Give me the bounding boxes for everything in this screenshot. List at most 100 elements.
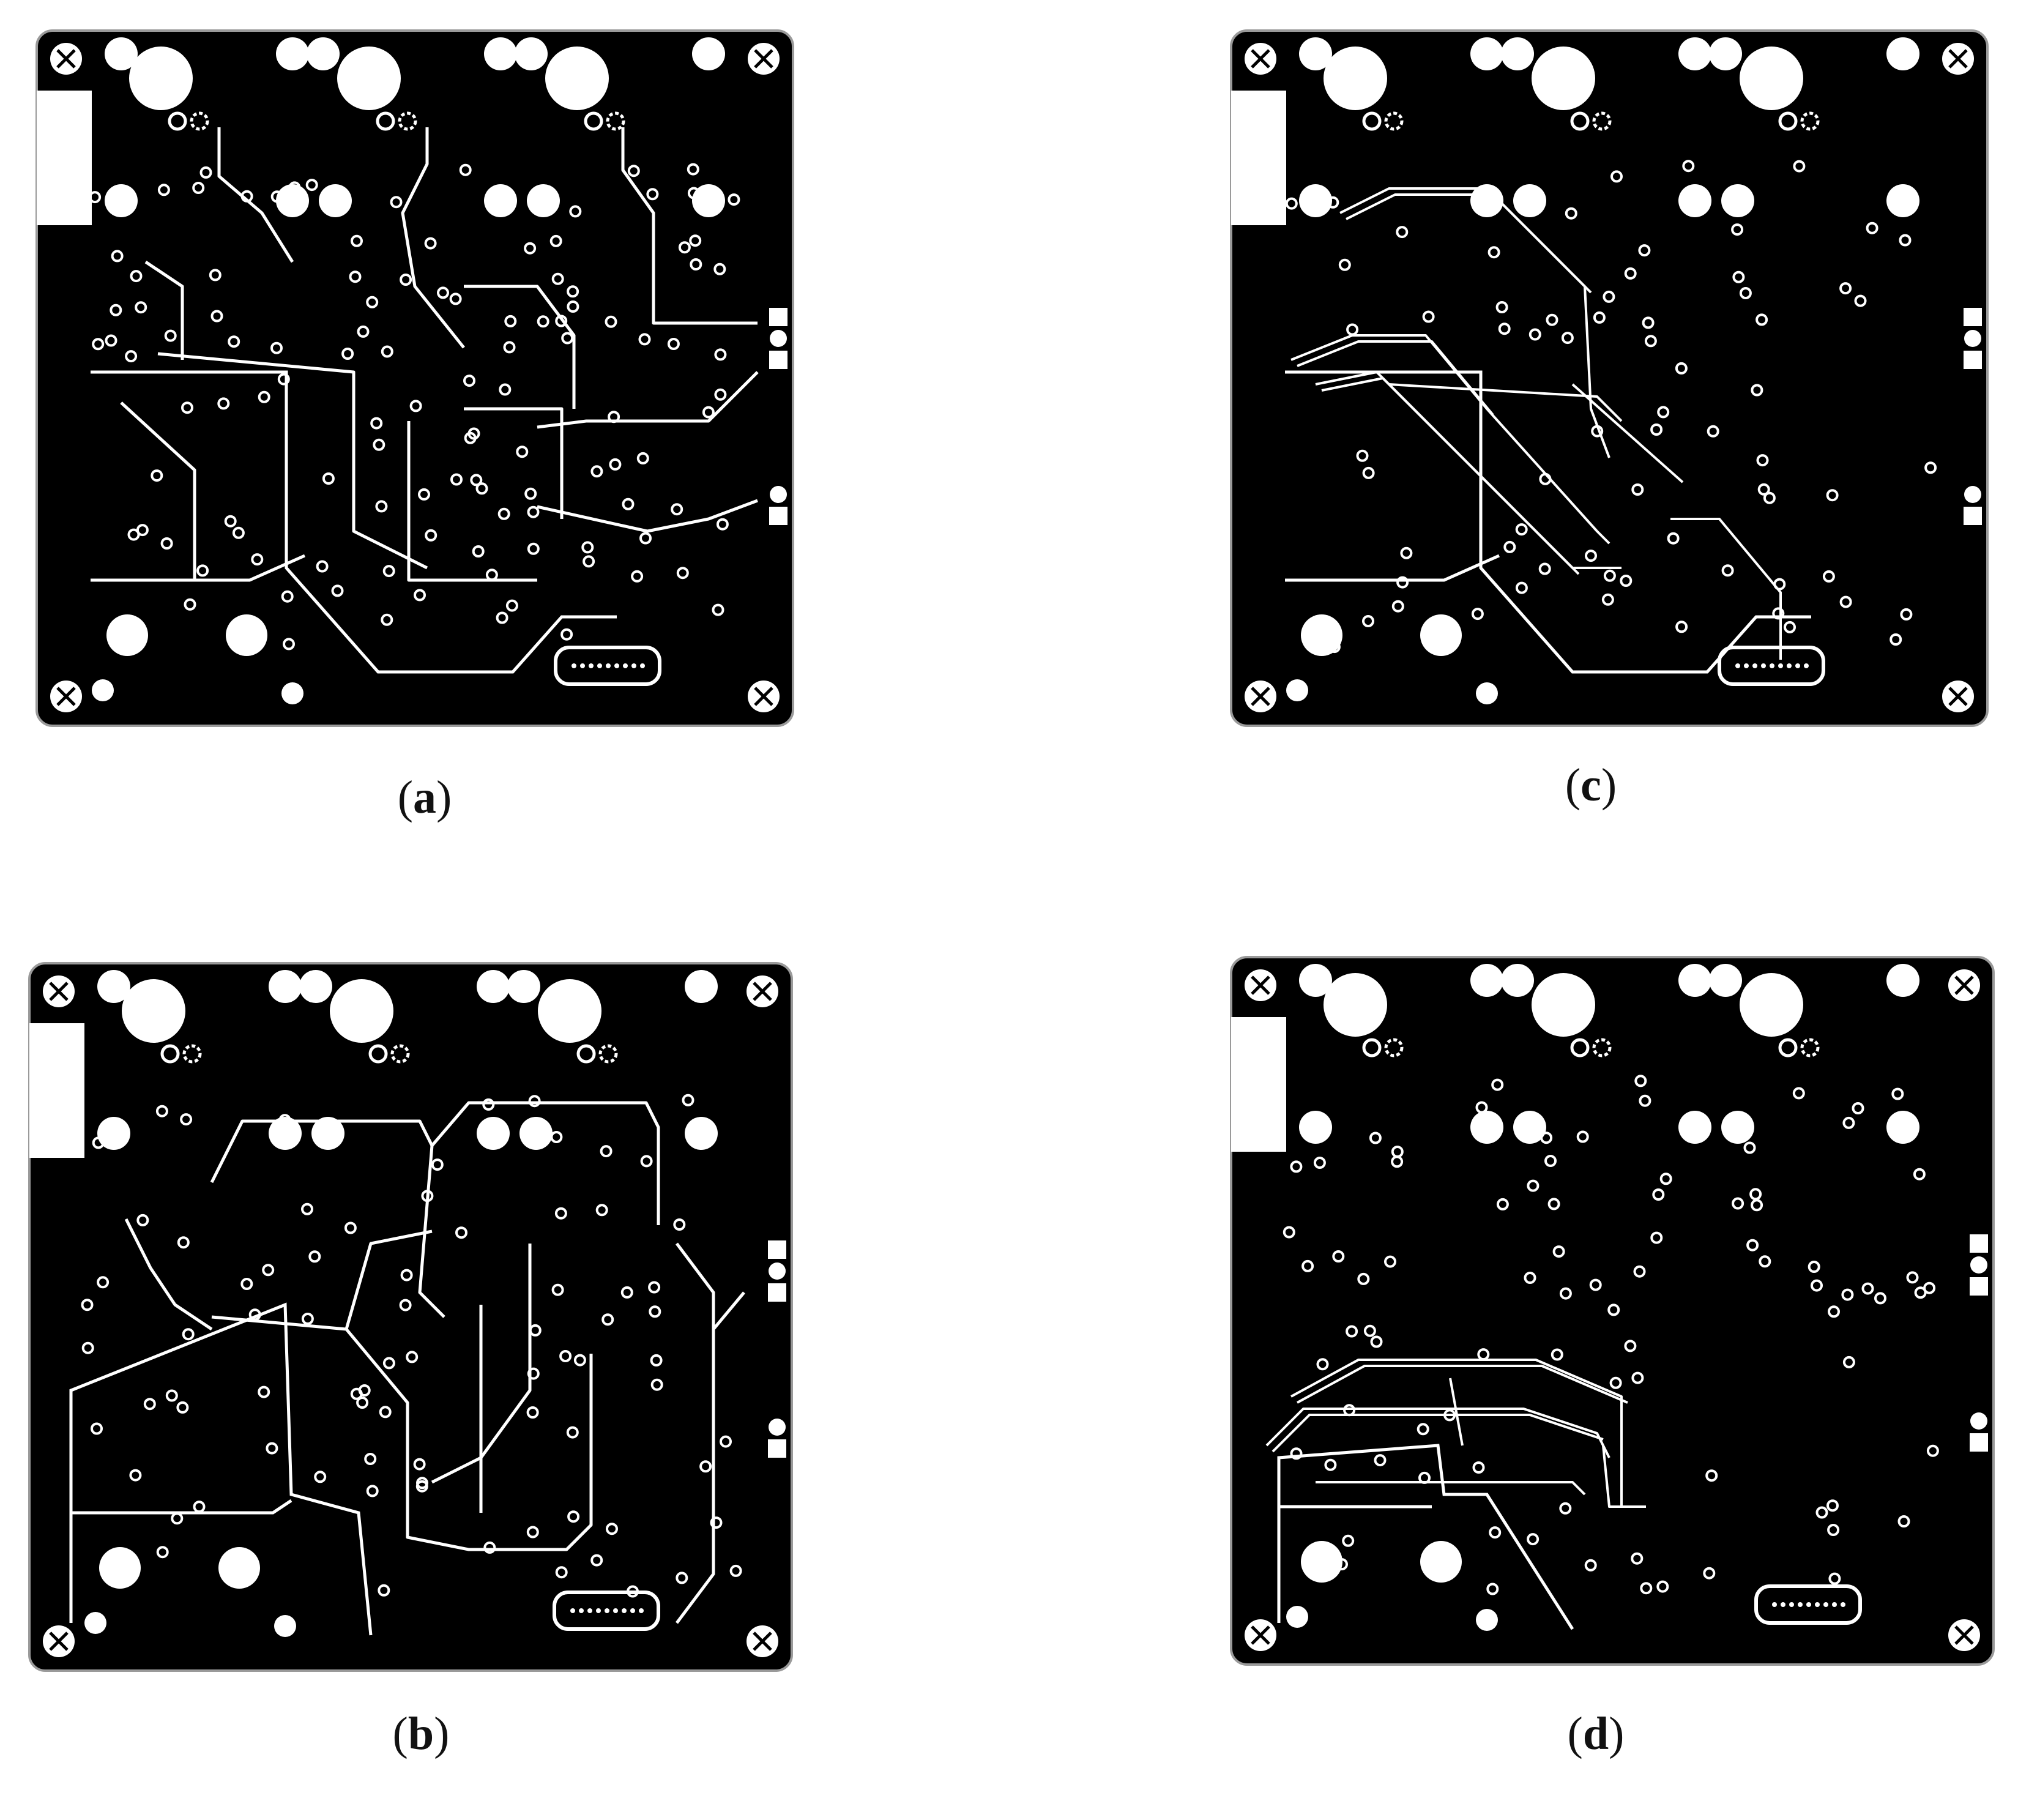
via [554,1207,567,1220]
via [251,553,264,566]
medium-hole [1470,37,1503,70]
bottom-pad [84,1612,106,1634]
via [1652,1188,1665,1201]
medium-hole [269,970,302,1003]
via [687,163,699,176]
mounting-hole-cross [1954,1625,1974,1645]
via [1631,483,1644,496]
via [1561,332,1574,345]
via [1926,1444,1939,1457]
via [129,1469,142,1482]
via [1316,1358,1329,1371]
via [682,1094,694,1106]
board-outline [35,29,794,727]
via [569,205,582,218]
via [1559,1287,1572,1300]
pad [606,111,625,131]
via [1640,1582,1653,1595]
via [1861,1282,1874,1295]
via [415,1480,428,1493]
via [1657,406,1670,419]
bottom-connector [1718,646,1825,686]
board-outline [1230,29,1989,727]
via [526,1526,539,1538]
via [209,269,222,282]
via [601,1313,614,1326]
via [258,1386,270,1398]
edge-pad [768,1240,786,1259]
via [1538,562,1551,575]
via [713,263,726,275]
via [638,333,651,346]
pcb-layer-a [35,29,794,727]
via [143,1398,156,1411]
via [182,1328,195,1341]
edge-pad [768,1439,786,1458]
mounting-hole-cross [1251,1625,1270,1645]
via [464,431,477,444]
via [1601,593,1614,606]
via [1839,595,1852,608]
board-outline [1230,956,1995,1666]
connector-cutout [1231,91,1286,225]
via [646,188,659,201]
connector-pin [596,1608,601,1613]
connector-pin [630,1608,635,1613]
via [97,1276,110,1289]
mounting-hole-cross [56,49,76,69]
medium-hole [319,184,352,217]
via [712,603,724,616]
pad [576,1044,596,1064]
via [136,524,149,537]
connector-pin [1787,663,1792,668]
via [1899,234,1912,247]
pad [1362,111,1382,131]
mounting-hole-cross [49,982,69,1001]
via [583,555,595,568]
via [640,1155,653,1168]
edge-pad [769,1419,786,1436]
via [181,401,193,414]
via [305,179,318,192]
via [649,1305,661,1318]
pad [160,1044,180,1064]
connector-pin [1798,1602,1803,1607]
via [1841,1288,1854,1301]
via [1332,1250,1345,1262]
via [400,274,412,286]
via [1924,461,1937,474]
via [1362,466,1375,479]
via [1391,600,1404,613]
via [450,473,463,486]
mounting-hole-cross [1251,687,1270,706]
connector-pin [1735,663,1740,668]
via [1396,226,1409,239]
medium-hole [484,37,517,70]
edge-pad [769,507,787,525]
via [1751,384,1763,397]
via [81,1299,94,1311]
via [528,1095,541,1108]
via [406,1351,419,1363]
edge-pad [1964,507,1982,525]
connector-pin [579,1608,584,1613]
via [1491,1078,1504,1091]
via [1544,1155,1557,1167]
via [308,1250,321,1263]
via [567,285,579,298]
trace [537,499,758,533]
via [559,1350,572,1362]
medium-hole [1299,37,1332,70]
via [379,1406,392,1419]
via [400,1269,413,1281]
bottom-pad [1301,1541,1342,1583]
connector-pin [1744,663,1749,668]
via [105,334,117,347]
via [155,1105,168,1117]
via [551,1283,564,1296]
connector-pin [623,663,628,668]
via [89,191,102,204]
via [125,350,138,363]
pad [182,1044,202,1064]
via [606,1523,618,1535]
